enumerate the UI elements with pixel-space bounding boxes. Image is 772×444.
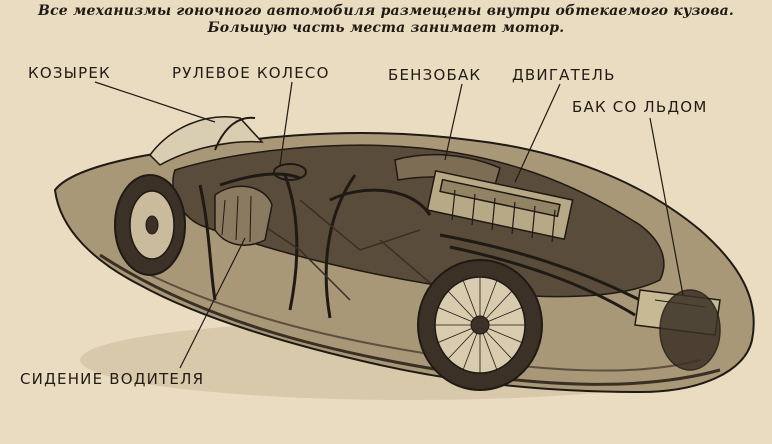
rear-wheel <box>417 259 543 391</box>
caption-line-2: Большую часть места занимает мотор. <box>207 20 565 36</box>
label-visor: КОЗЫРЕК <box>28 64 111 82</box>
caption: Все механизмы гоночного автомобиля разме… <box>0 3 772 37</box>
label-engine: ДВИГАТЕЛЬ <box>512 66 616 84</box>
label-ice-tank: БАК СО ЛЬДОМ <box>572 98 708 116</box>
label-driver-seat: СИДЕНИЕ ВОДИТЕЛЯ <box>20 370 205 388</box>
caption-line-1: Все механизмы гоночного автомобиля разме… <box>38 3 734 19</box>
label-steering-wheel: РУЛЕВОЕ КОЛЕСО <box>172 64 330 82</box>
label-fuel-tank: БЕНЗОБАК <box>388 66 482 84</box>
front-wheel <box>114 174 186 276</box>
